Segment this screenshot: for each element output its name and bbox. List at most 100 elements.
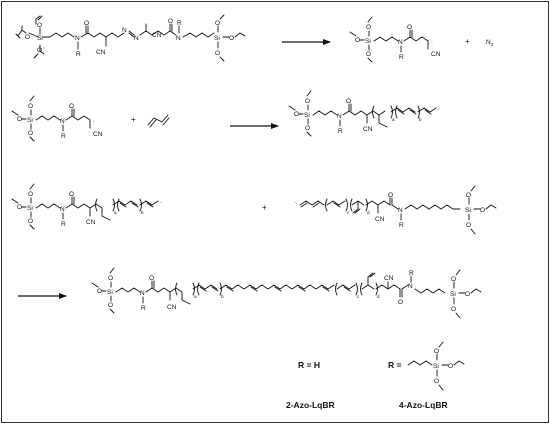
butadiene xyxy=(147,114,170,128)
r-group-propyl-silyl xyxy=(407,360,433,366)
subscript-a: a xyxy=(194,294,197,299)
atom-o: O xyxy=(17,204,22,211)
atom-o: O xyxy=(215,50,220,57)
atom-n: N xyxy=(337,113,342,120)
atom-r: R xyxy=(141,305,146,312)
atom-cn: CN xyxy=(375,216,385,223)
atom-o: O xyxy=(28,130,33,137)
atom-si: Si xyxy=(37,35,43,42)
atom-o: O xyxy=(28,218,33,225)
atom-o: O xyxy=(466,222,471,229)
atom-o: O xyxy=(17,116,22,123)
atom-o: O xyxy=(69,103,74,110)
atom-cn: CN xyxy=(86,219,96,226)
atom-o: O xyxy=(69,191,74,198)
atom-r: R xyxy=(76,51,81,58)
atom-si: Si xyxy=(107,289,113,296)
atom-o: O xyxy=(108,302,113,309)
row1-azo-initiator: O O O Si N R O CN N N CN O N R Si O O O xyxy=(15,14,246,62)
atom-o: O xyxy=(28,103,33,110)
atom-r: R xyxy=(61,133,66,140)
atom-n: N xyxy=(408,283,413,290)
radical-dot: . xyxy=(93,117,95,124)
atom-o: O xyxy=(305,125,310,132)
atom-o: O xyxy=(466,192,471,199)
atom-si: Si xyxy=(214,35,220,42)
atom-o: O xyxy=(28,191,33,198)
atom-r: R xyxy=(409,270,414,277)
atom-o: O xyxy=(366,51,371,58)
subscript-d: d xyxy=(367,210,370,215)
atom-o: O xyxy=(465,291,470,298)
atom-r: R xyxy=(61,221,66,228)
atom-n: N xyxy=(60,206,65,213)
atom-o: O xyxy=(229,35,234,42)
row2-radical-reactant: O O O Si N R O CN . xyxy=(11,95,103,142)
atom-o: O xyxy=(37,47,42,54)
row2-growing-chain: O O O Si N R O CN a b . xyxy=(288,90,440,137)
subscript-a: a xyxy=(114,210,117,215)
radical-dot: . xyxy=(438,105,440,112)
atom-si: Si xyxy=(304,112,310,119)
atom-n: N xyxy=(134,35,139,42)
compound-name-2-azo-lqbr: 2-Azo-LqBR xyxy=(286,400,335,410)
legend-r-definitions: R = H R = Si O O O 2-Azo-LqBR 4-Azo-LqBR xyxy=(286,341,465,410)
subscript-d: d xyxy=(377,294,380,299)
atom-o: O xyxy=(451,276,456,283)
atom-o: O xyxy=(434,348,439,355)
row1-radical-product: O O O Si N R O CN . xyxy=(349,16,441,63)
subscript-b: b xyxy=(419,117,422,122)
r-equals-h-label: R = H xyxy=(298,360,320,370)
atom-o: O xyxy=(346,98,351,105)
atom-r: R xyxy=(338,128,343,135)
atom-cn: CN xyxy=(384,275,394,282)
atom-o: O xyxy=(149,275,154,282)
atom-cn: CN xyxy=(93,131,103,138)
atom-cn: CN xyxy=(96,49,106,56)
atom-n: N xyxy=(398,39,403,46)
plus-sign: + xyxy=(262,203,267,212)
row3-chain-radical-right: . c d CN O N R Si O O O xyxy=(295,185,497,235)
compound-name-4-azo-lqbr: 4-Azo-LqBR xyxy=(399,400,448,410)
atom-o: O xyxy=(388,192,393,199)
subscript-b: b xyxy=(221,294,224,299)
subscript-b: b xyxy=(141,210,144,215)
atom-o: O xyxy=(305,98,310,105)
subscript-a: a xyxy=(392,117,395,122)
subscript-c: c xyxy=(357,294,360,299)
plus-sign: + xyxy=(465,37,470,46)
atom-n: N xyxy=(75,35,80,42)
atom-o: O xyxy=(366,24,371,31)
atom-cn: CN xyxy=(431,51,441,58)
atom-r: R xyxy=(399,54,404,61)
radical-dot: . xyxy=(160,198,162,205)
atom-cn: CN xyxy=(363,126,373,133)
plus-sign: + xyxy=(131,115,136,124)
atom-o: O xyxy=(215,20,220,27)
atom-o: O xyxy=(97,288,102,295)
atom-r: R xyxy=(399,222,404,229)
atom-n: N xyxy=(122,27,127,34)
atom-si: Si xyxy=(27,117,33,124)
atom-n: N xyxy=(398,207,403,214)
atom-o: O xyxy=(108,275,113,282)
atom-cn: CN xyxy=(152,32,162,39)
atom-o: O xyxy=(407,24,412,31)
atom-si: Si xyxy=(433,363,439,370)
nitrogen-gas: N 2 xyxy=(486,39,494,47)
row3-chain-radical-left: O O O Si N R O CN a b . xyxy=(11,183,162,230)
atom-o: O xyxy=(480,207,485,214)
atom-si: Si xyxy=(450,291,456,298)
atom-cn: CN xyxy=(167,304,177,311)
atom-o: O xyxy=(84,20,89,27)
atom-o: O xyxy=(398,299,403,306)
atom-o: O xyxy=(168,18,173,25)
atom-o: O xyxy=(434,378,439,385)
row4-coupled-product: O O O Si N R O CN a b c d CN O N R Si xyxy=(91,267,482,319)
radical-dot: . xyxy=(431,38,433,45)
atom-si: Si xyxy=(27,205,33,212)
atom-n: N xyxy=(60,118,65,125)
atom-n: N xyxy=(176,35,181,42)
